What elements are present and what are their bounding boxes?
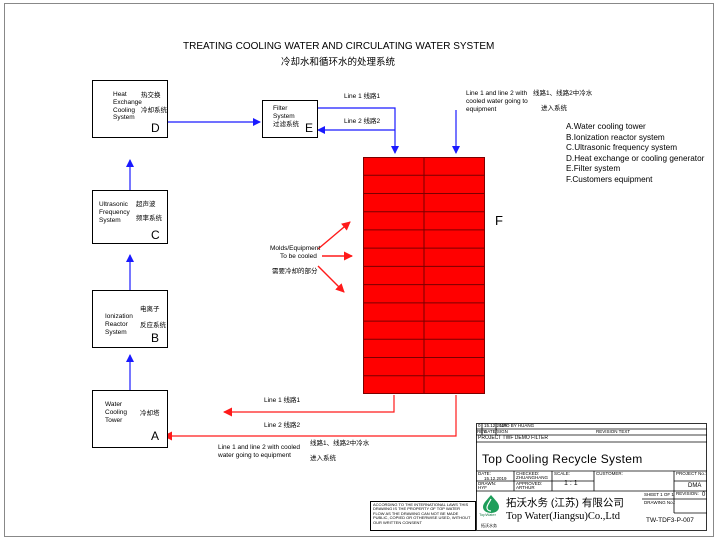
top-line-1-label: Line 1 线路1 <box>344 93 381 100</box>
diagram-title-en: TREATING COOLING WATER AND CIRCULATING W… <box>183 41 495 52</box>
rev-text-cell: UPD BY HUANG <box>500 423 535 428</box>
block-b-label-cn: 电离子 反应系统 <box>140 306 166 329</box>
scale-value: 1 : 1 <box>564 480 578 487</box>
legal-notice: ACCORDING TO THE INTERNATIONAL LAWS THIS… <box>370 501 476 531</box>
date-value: 15.12.2019 <box>484 476 507 481</box>
rev-header: REV. <box>477 429 488 434</box>
bottom-flow-note-cn: 线路1、线路2中冷水 进入系统 <box>310 440 370 463</box>
checked-label: CHECKED: <box>516 471 540 476</box>
project-no-label: PROJECT No.: <box>676 471 707 476</box>
hot-arrow-1 <box>317 221 351 250</box>
block-a-cooling-tower: Water Cooling Tower 冷却塔 A <box>92 390 168 448</box>
bottom-line-2-label: Line 2 线路2 <box>264 422 301 429</box>
drawing-no-value: TW-TDF3-P-007 <box>646 517 694 524</box>
company-name-en: Top Water(Jiangsu)Co.,Ltd <box>506 511 620 522</box>
block-a-letter: A <box>151 429 160 443</box>
block-c-label-cn: 超声波 频率系统 <box>136 201 162 222</box>
block-d-letter: D <box>151 121 160 135</box>
legend-item: C.Ultrasonic frequency system <box>566 143 678 152</box>
revision-text-header: REVISION TEXT <box>596 429 631 434</box>
block-b-letter: B <box>151 331 160 345</box>
drawing-frame <box>4 3 714 537</box>
drawn-label: DRAWN: <box>478 481 497 486</box>
legend-item: A.Water cooling tower <box>566 122 646 131</box>
project-no-value: DMA <box>688 483 702 489</box>
block-e-filter: Filter System 过滤系统 E <box>262 100 318 138</box>
equipment-f-grid-lines <box>363 157 485 394</box>
rev-date-cell: 15.12.2019 <box>484 423 507 428</box>
legend-item: B.Ionization reactor system <box>566 132 665 142</box>
drawing-no-label: DRAWING No.: <box>644 500 676 505</box>
bottom-line-1-label: Line 1 线路1 <box>264 397 301 404</box>
rev-cell: 0 <box>478 423 481 428</box>
top-flow-note-cn: 线路1、线路2中冷水 进入系统 <box>533 90 593 113</box>
block-d-label-cn: 热交换 冷却系统 <box>141 92 167 114</box>
title-block-grid <box>476 423 707 531</box>
top-line-2-label: Line 2 线路2 <box>344 118 381 125</box>
checked-value: ZHUANGHANG <box>516 475 549 480</box>
block-c-ultrasonic: Ultrasonic Frequency System 超声波 频率系统 C <box>92 190 168 244</box>
logo-text: TopWater <box>479 512 496 517</box>
flow-line-1-top <box>316 107 399 154</box>
block-b-label: Ionization Reactor System <box>105 313 133 336</box>
block-d-label: Heat Exchange Cooling System <box>113 91 142 122</box>
drawn-value: HYF <box>478 485 487 490</box>
logo-text-cn: 拓沃水务 <box>481 523 497 528</box>
legend-item: E.Filter system <box>566 164 621 173</box>
block-a-label-cn: 冷却塔 <box>140 410 160 417</box>
revision-label: REVISION: <box>676 491 699 496</box>
date-label: DATE: <box>478 471 491 476</box>
scale-label: SCALE: <box>554 471 571 476</box>
top-flow-note: Line 1 and line 2 with cooled water goin… <box>466 90 528 113</box>
legend-item: F.Customers equipment <box>566 174 653 184</box>
molds-label-cn: 需要冷却的部分 <box>272 268 318 275</box>
equipment-f-grid <box>363 157 485 394</box>
diagram-title-cn: 冷却水和循环水的处理系统 <box>281 57 396 68</box>
company-logo: TopWater <box>479 494 503 520</box>
flow-line-2-bottom <box>163 395 457 441</box>
company-name-cn: 拓沃水务 (江苏) 有限公司 <box>506 497 624 509</box>
customer-label: CUSTOMER: <box>596 471 623 476</box>
sheet-label: SHEET 1 OF 1 <box>644 492 674 497</box>
molds-label: Molds/Equipment To be cooled <box>270 245 321 261</box>
flow-line-1-bottom <box>223 395 395 417</box>
block-a-label: Water Cooling Tower <box>105 401 128 424</box>
project-line: PROJECT TWF DEMO FILTER <box>478 435 549 441</box>
block-c-letter: C <box>151 228 160 242</box>
title-block: 0 15.12.2019 UPD BY HUANG REV. DATE/SIGN… <box>476 423 707 531</box>
hot-arrow-3 <box>317 265 345 293</box>
approved-label: APPROVED: <box>516 481 543 486</box>
water-drop-icon <box>483 495 499 513</box>
block-e-label: Filter System 过滤系统 <box>273 105 299 128</box>
block-e-letter: E <box>305 121 314 135</box>
bottom-flow-note: Line 1 and line 2 with cooled water goin… <box>218 444 301 460</box>
drawing-title: Top Cooling Recycle System <box>482 452 643 466</box>
revision-value: 0 <box>702 492 706 498</box>
equipment-f-letter: F <box>495 213 503 228</box>
legend: A.Water cooling tower B.Ionization react… <box>566 122 704 185</box>
block-c-label: Ultrasonic Frequency System <box>99 201 130 224</box>
date-sign-header: DATE/SIGN <box>484 429 508 434</box>
legend-item: D.Heat exchange or cooling generator <box>566 153 705 163</box>
approved-value: ARTHUR <box>516 485 535 490</box>
block-d-heat-exchange: Heat Exchange Cooling System 热交换 冷却系统 D <box>92 80 168 138</box>
block-b-ionization: Ionization Reactor System 电离子 反应系统 B <box>92 290 168 348</box>
